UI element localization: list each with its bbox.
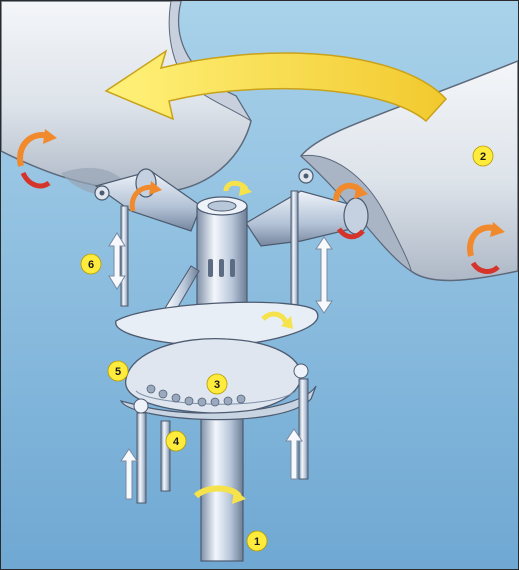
callout-3-number: 3 — [214, 379, 220, 391]
callout-2-number: 2 — [480, 151, 486, 163]
rotor-hub-head — [197, 197, 247, 306]
callout-3: 3 — [207, 374, 227, 394]
callout-4: 4 — [166, 431, 186, 451]
callout-6-number: 6 — [88, 259, 94, 271]
callout-1: 1 — [247, 531, 267, 551]
callout-5: 5 — [108, 361, 128, 381]
callout-4-number: 4 — [173, 436, 180, 448]
callout-6: 6 — [81, 254, 101, 274]
callout-5-number: 5 — [115, 366, 121, 378]
callout-2: 2 — [473, 146, 493, 166]
callout-1-number: 1 — [254, 536, 260, 548]
